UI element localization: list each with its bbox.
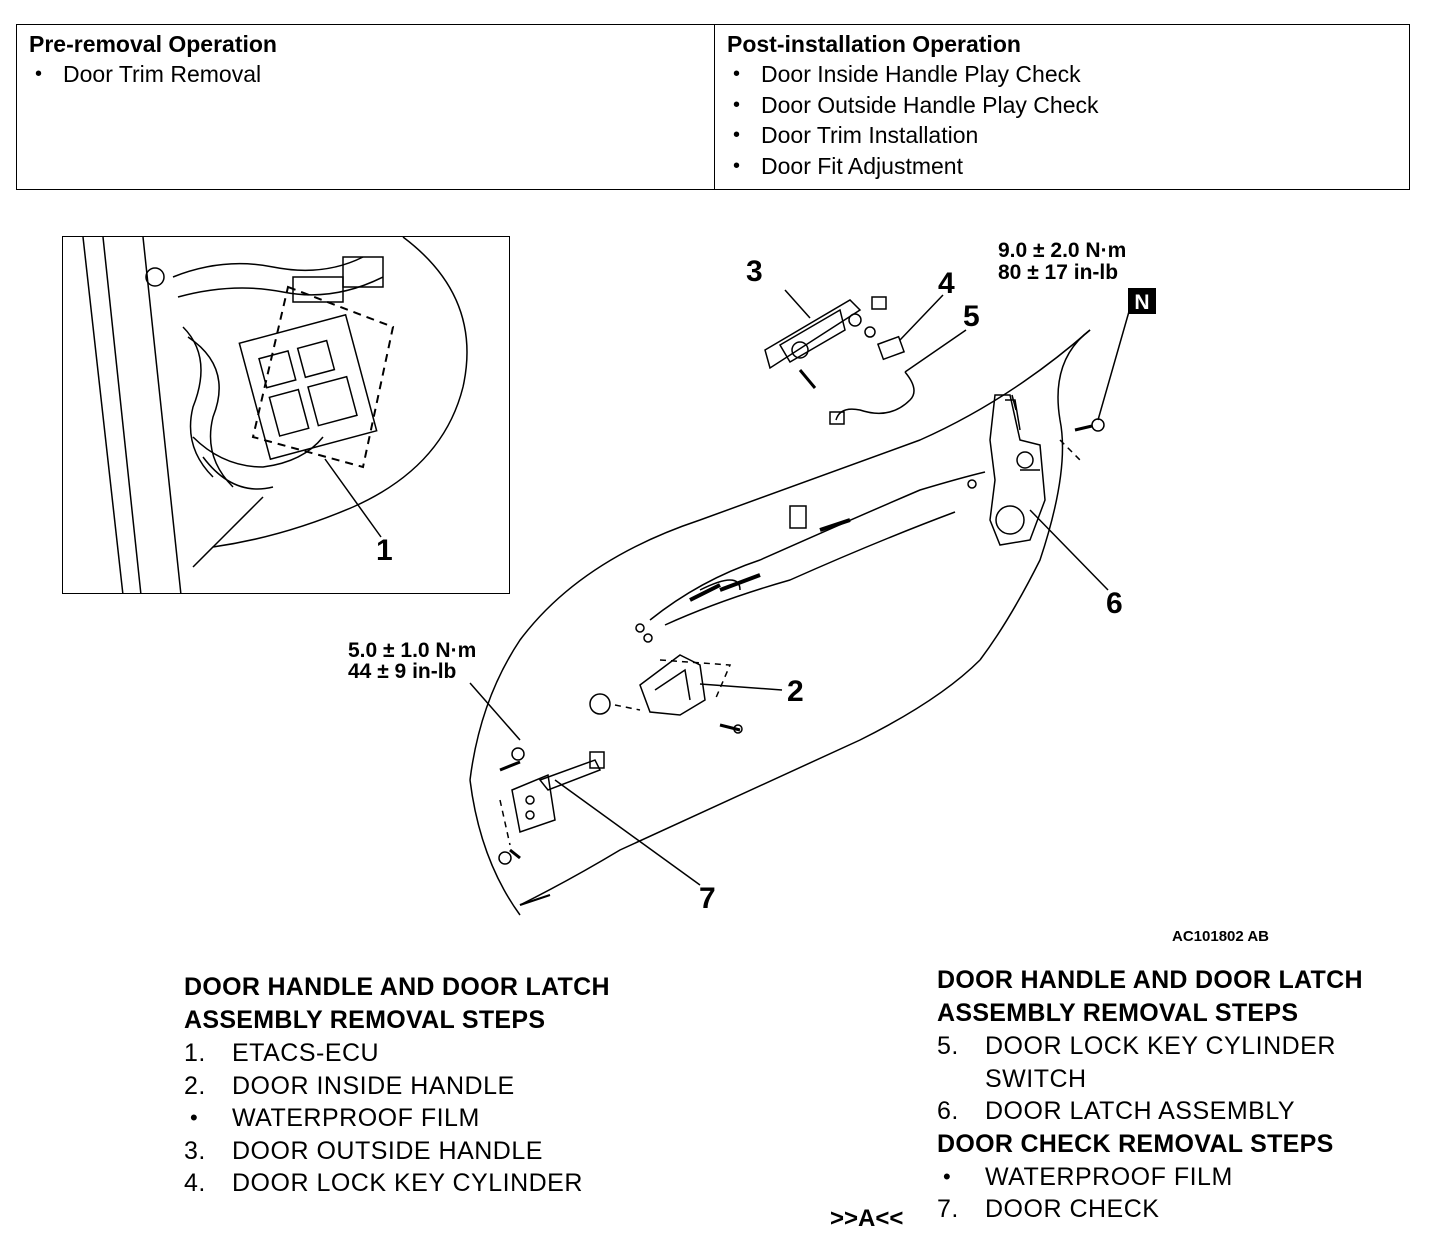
step-number: 3.: [184, 1136, 206, 1165]
step-text: DOOR LOCK KEY CYLINDER: [232, 1169, 583, 1197]
operations-table: Pre-removal Operation Door Trim Removal …: [16, 24, 1410, 190]
list-item: Door Fit Adjustment: [727, 151, 1397, 182]
step-number: 2.: [184, 1071, 206, 1100]
step-text: DOOR CHECK: [985, 1195, 1160, 1223]
n-badge: N: [1128, 288, 1156, 314]
left-removal-steps: DOOR HANDLE AND DOOR LATCH ASSEMBLY REMO…: [184, 971, 704, 1200]
pre-removal-title: Pre-removal Operation: [29, 31, 277, 57]
list-item: Door Trim Installation: [727, 120, 1397, 151]
step-item: 7. DOOR CHECK: [937, 1193, 1437, 1226]
callout-2: 2: [787, 675, 804, 708]
inset-drawing: [82, 237, 468, 593]
step-number: 7.: [937, 1195, 959, 1223]
callout-5: 5: [963, 300, 980, 333]
step-item: • WATERPROOF FILM: [184, 1102, 704, 1135]
list-item: Door Trim Removal: [29, 59, 702, 90]
torque-lower-nm: 5.0 ± 1.0 N·m: [348, 639, 477, 662]
step-text: WATERPROOF FILM: [985, 1162, 1233, 1191]
step-text: DOOR OUTSIDE HANDLE: [232, 1136, 543, 1165]
callout-6: 6: [1106, 587, 1123, 620]
figure-code: AC101802 AB: [1172, 928, 1269, 945]
step-text: ETACS-ECU: [232, 1039, 380, 1067]
step-number: 4.: [184, 1169, 206, 1197]
step-text: SWITCH: [985, 1064, 1087, 1093]
step-number: 5.: [937, 1032, 959, 1060]
step-item: SWITCH: [937, 1063, 1437, 1096]
callout-4: 4: [938, 267, 955, 300]
step-bullet: •: [943, 1163, 952, 1189]
post-installation-column: Post-installation Operation Door Inside …: [715, 25, 1409, 189]
callout-1: 1: [376, 534, 393, 567]
door-check-heading: DOOR CHECK REMOVAL STEPS: [937, 1129, 1334, 1158]
callout-7: 7: [699, 882, 716, 915]
step-number: 1.: [184, 1039, 206, 1067]
step-item: 4. DOOR LOCK KEY CYLINDER: [184, 1167, 704, 1200]
list-item: Door Inside Handle Play Check: [727, 59, 1397, 90]
right-steps-heading-line2: ASSEMBLY REMOVAL STEPS: [937, 999, 1299, 1027]
step-text: DOOR INSIDE HANDLE: [232, 1071, 515, 1100]
left-steps-heading-line2: ASSEMBLY REMOVAL STEPS: [184, 1006, 546, 1034]
step-item: 2. DOOR INSIDE HANDLE: [184, 1070, 704, 1103]
step-text: WATERPROOF FILM: [232, 1104, 480, 1132]
etacs-ecu-inset-illustration: [62, 236, 510, 594]
torque-lower-inlb: 44 ± 9 in-lb: [348, 660, 457, 683]
right-removal-steps: DOOR HANDLE AND DOOR LATCH ASSEMBLY REMO…: [937, 964, 1437, 1226]
step-number: 6.: [937, 1097, 959, 1125]
pre-removal-list: Door Trim Removal: [29, 59, 702, 90]
step-bullet: •: [190, 1105, 199, 1130]
step-text: DOOR LOCK KEY CYLINDER: [985, 1032, 1336, 1060]
list-item: Door Outside Handle Play Check: [727, 90, 1397, 121]
torque-upper-inlb: 80 ± 17 in-lb: [998, 261, 1119, 284]
torque-upper-nm: 9.0 ± 2.0 N·m: [998, 239, 1127, 262]
service-point-marker: >>A<<: [830, 1205, 904, 1232]
door-latch-exploded-diagram: [469, 289, 1131, 916]
step-item: 6. DOOR LATCH ASSEMBLY: [937, 1095, 1437, 1128]
post-installation-list: Door Inside Handle Play Check Door Outsi…: [727, 59, 1397, 181]
step-item: 1. ETACS-ECU: [184, 1037, 704, 1070]
post-installation-title: Post-installation Operation: [727, 31, 1021, 57]
step-item: 3. DOOR OUTSIDE HANDLE: [184, 1135, 704, 1168]
step-text: DOOR LATCH ASSEMBLY: [985, 1097, 1296, 1125]
left-steps-heading-line1: DOOR HANDLE AND DOOR LATCH: [184, 973, 610, 1001]
step-number: [937, 1063, 985, 1096]
step-item: 5. DOOR LOCK KEY CYLINDER: [937, 1030, 1437, 1063]
step-item: • WATERPROOF FILM: [937, 1161, 1437, 1194]
right-steps-heading-line1: DOOR HANDLE AND DOOR LATCH: [937, 966, 1363, 994]
callout-3: 3: [746, 255, 763, 288]
pre-removal-column: Pre-removal Operation Door Trim Removal: [17, 25, 715, 189]
